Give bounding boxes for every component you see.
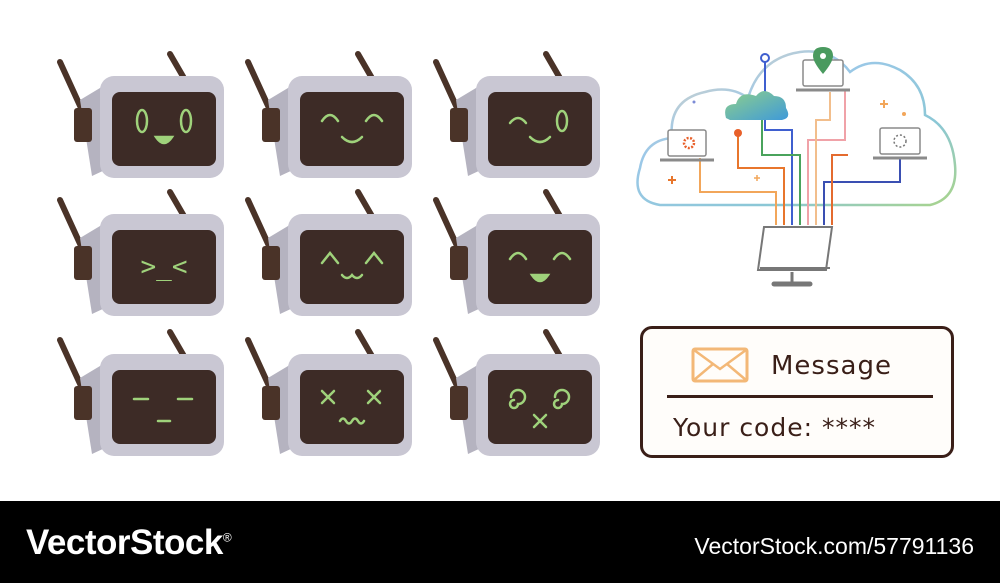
robot-face [508,251,572,283]
robot-cat [245,189,412,316]
dot-icon [692,100,696,104]
wire-pink [807,90,846,225]
robot-ear [74,386,92,420]
loading-icon [893,134,907,148]
footer-bar: VectorStock® VectorStock.com/57791136 [0,501,1000,583]
robot-screen [112,92,216,166]
brand-mark: ® [222,530,232,545]
robot-laugh [433,189,600,316]
image-id: VectorStock.com/57791136 [694,533,974,559]
robot-ear [262,246,280,280]
wire-orange [699,158,777,225]
robot-happy [245,51,412,178]
code-label: Your code: **** [673,413,876,442]
cloud-network-diagram [636,47,957,287]
robot-face [132,397,194,423]
brand-logo: VectorStock® [26,523,232,563]
node-dot-orange [734,129,742,137]
message-divider [667,395,933,398]
robot-face [135,108,193,145]
robot-screen [488,230,592,304]
robot-ear [262,386,280,420]
robot-face [508,109,569,144]
location-pin-icon [813,47,833,74]
robot-screen [112,230,216,304]
dot-icon [902,112,906,116]
wire-navy [823,158,901,225]
brand-name: VectorStock [26,523,223,562]
robot-squint: >_< [57,189,224,316]
small-cloud-icon [725,91,789,120]
robot-ear [262,108,280,142]
robot-surprised [57,51,224,178]
robot-screen [488,92,592,166]
plus-icon [668,176,676,184]
robot-grid: >_< [57,51,600,456]
node-dot-blue [760,53,770,63]
sparkle-icon [754,175,760,181]
gear-icon [682,136,696,150]
illustration: >_< [57,47,957,456]
robot-face [320,113,384,144]
robot-ear [450,386,468,420]
robot-dead [245,329,412,456]
robot-screen [300,370,404,444]
robot-ear [450,246,468,280]
robot-face [320,250,384,280]
robot-ear [450,108,468,142]
robot-screen [112,370,216,444]
cloud-outline [636,50,957,207]
robot-wink [433,51,600,178]
robot-screen [488,370,592,444]
robot-ear [74,246,92,280]
wire-orange-3 [831,154,848,225]
message-title: Message [771,351,892,381]
monitor-icon [756,226,834,287]
wire-green [761,118,801,225]
robot-screen [300,92,404,166]
robot-ear [74,108,92,142]
face-text: >_< [141,252,188,282]
robot-dizzy [433,329,600,456]
wire-blue [764,62,793,225]
wire-orange-2 [737,134,785,225]
robot-face [320,389,382,425]
plus-icon [880,100,888,108]
wire-peach [815,92,831,225]
message-card: Message Your code: **** [640,326,954,458]
laptop-icon [660,59,927,162]
robot-face [508,388,571,429]
robot-screen [300,230,404,304]
robot-bored [57,329,224,456]
envelope-icon [691,347,749,383]
